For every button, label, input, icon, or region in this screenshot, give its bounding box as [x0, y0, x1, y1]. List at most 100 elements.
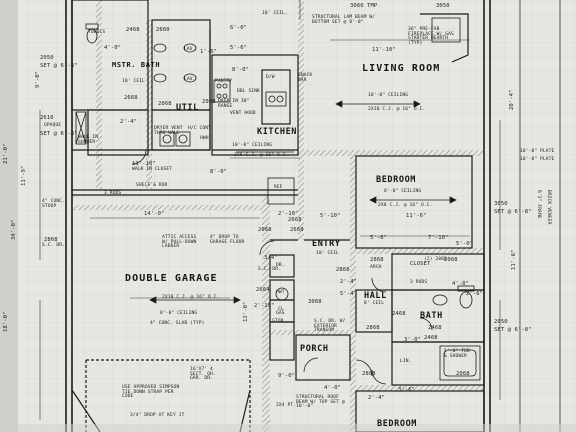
note-dbl-sink: DBL SINK	[237, 89, 260, 94]
note-dw: D/W	[266, 75, 275, 80]
room-hall-label: HALL	[364, 291, 387, 301]
dim-2-10: 2'-10"	[278, 211, 299, 217]
dim-2868-porch: 2868	[336, 267, 350, 273]
note-ref: REF	[274, 185, 283, 190]
dim-2868-hall: 2868	[366, 325, 380, 331]
note-lav: LAV.	[184, 47, 196, 52]
dim-21-0: 21'-0"	[3, 143, 9, 164]
dim-3060-tmp: 3060 TMP	[350, 3, 378, 9]
room-living-label: LIVING ROOM	[362, 64, 440, 74]
dim-8-0: 8'-0"	[232, 67, 250, 73]
room-bedroom-right-label: BEDROOM	[376, 175, 417, 185]
note-hwc: H/C CONT.	[188, 126, 214, 131]
dim-2610-left-set: SET @ 6'-8"	[40, 131, 78, 137]
note-sc-dr-entry: S.C. DR.	[258, 267, 281, 272]
note-transom: S.C. DR. W/ EXTERIOR TRANSOM	[314, 319, 346, 334]
note-bedroom-joists: 2X8 C.J. @ 16" O.C.	[378, 203, 433, 208]
note-ceil-short: 10' CEIL.	[262, 11, 288, 16]
note-plate-second: 10'-0" PLATE	[520, 157, 555, 162]
dim-2-4: 2'-4"	[120, 119, 138, 125]
dim-7-10: 7'-10"	[428, 235, 449, 241]
dim-4-0-b: 4'-0"	[452, 281, 470, 287]
dim-1-6: 1'-6"	[200, 49, 218, 55]
note-walk-in-shower: WALK IN SHOWER	[78, 135, 99, 145]
note-snack-bar: SNACK BAR	[298, 73, 313, 83]
wall-hatching	[72, 0, 484, 432]
dim-2668-master: 2668	[124, 95, 138, 101]
note-lav-2: LAV.	[184, 77, 196, 82]
note-opaque: OPAQUE	[44, 123, 62, 128]
dim-3068: 3068	[308, 299, 322, 305]
note-bedroom-ceiling: 8'-0" CEILING	[384, 189, 422, 194]
note-living-ceiling: 10'-0" CEILING	[368, 93, 409, 98]
dim-11-9: 11'-9"	[21, 165, 27, 186]
dim-34-0: 34'-0"	[11, 219, 17, 240]
note-range: DROP IN 30" RANGE	[218, 99, 250, 109]
dim-5-0: 5'-0"	[456, 241, 474, 247]
dim-3-6: 3'-6"	[398, 387, 416, 393]
note-entry-ceil: 10' CEIL	[316, 251, 339, 256]
left-margin-band	[0, 0, 18, 432]
note-fireplace: 36" PRE-FAB FIREPLACE W/ GAS STARTER HEA…	[408, 27, 454, 46]
dim-11-6-a: 11'-6"	[406, 213, 427, 219]
room-bath-label: BATH	[420, 311, 443, 321]
note-tub: 5'-0" TUB & SHOWER	[444, 349, 470, 359]
dim-2610-left: 2610	[40, 115, 54, 121]
room-master-bath-label: MSTR. BATH	[112, 61, 161, 69]
note-closet-doors: (2) 2068	[424, 257, 447, 262]
room-bedroom-bottom-label: BEDROOM	[377, 419, 418, 429]
note-frame: 6'2" FRAME	[536, 190, 541, 219]
room-living-text: LIVING ROOM	[362, 63, 441, 74]
dim-5-6: 5'-6"	[230, 45, 248, 51]
note-vent-hood: VENT HOOD	[230, 111, 256, 116]
note-dryer-vent: DRYER VENT THRU WALL	[154, 126, 183, 136]
dim-2068-bed: 2068	[456, 371, 470, 377]
note-living-joists: 2X10 C.J. @ 16" O.C.	[368, 107, 426, 112]
dim-2050-left: 2050	[40, 55, 54, 61]
dim-2068-kitchen: 2068	[258, 227, 272, 233]
dim-2068-closet: 2068	[444, 257, 458, 263]
dim-8-0-b: 8'-0"	[210, 169, 228, 175]
fixtures	[75, 23, 477, 385]
note-simpson: USE APPROVED SIMPSON TIE DOWN STRAP PER …	[122, 385, 180, 400]
note-master-ceil: 10' CEIL	[122, 79, 145, 84]
note-garage-slab: 4" CONC. SLAB (TYP)	[150, 321, 205, 326]
dim-3-0: 3'-0"	[404, 337, 422, 343]
note-garage-joists: 2X10 C.J. @ 16" O.C.	[162, 295, 220, 300]
dim-2668-w: 2668	[288, 217, 302, 223]
note-veneer: BRICK VENEER	[546, 190, 551, 225]
note-drop-key-jt: 3/4" DROP AT KEY JT	[130, 413, 185, 418]
dim-2868-garage: 2868	[44, 237, 58, 243]
dim-2868-arch: 2868	[370, 257, 384, 263]
note-walk-in-closet: WALK IN CLOSET	[132, 167, 173, 172]
dim-2468-hall: 2468	[392, 311, 406, 317]
note-garage-drop: 4" DROP TO GARAGE FLOOR	[210, 235, 245, 245]
dim-2050-right: 2050	[494, 319, 508, 325]
dim-2868-bottom: 2868	[362, 371, 376, 377]
note-garage-door: 16'X7' 4 SECT. OH. GAR. DR.	[190, 367, 216, 382]
note-dr: DR.	[276, 263, 285, 268]
dim-5-10: 5'-10"	[320, 213, 341, 219]
dim-2468-bath-b: 2468	[424, 335, 438, 341]
note-hall-ceil: 8' CEIL	[364, 301, 385, 306]
dim-3050-right-set: SET @ 6'-8"	[494, 209, 532, 215]
dim-11-6-b: 11'-6"	[511, 249, 517, 270]
dim-arch: ARCH	[370, 265, 382, 270]
dim-3050-top: 3050	[436, 3, 450, 9]
room-closet-label: CLOSET	[410, 261, 431, 267]
note-cl: CL	[278, 307, 284, 312]
dim-2660: 2660	[156, 27, 170, 33]
note-hwt: HWT	[276, 290, 285, 295]
dim-2668-entry: 2668	[290, 227, 304, 233]
note-towels: TOWELS	[88, 30, 106, 35]
note-plate-top: 10'-0" PLATE	[520, 149, 555, 154]
note-closet-rods: 3 RODS	[410, 280, 428, 285]
dim-2664: 2664	[256, 287, 270, 293]
dim-2468: 2468	[126, 27, 140, 33]
dim-2-6: 2'-6"	[466, 291, 484, 297]
dim-2050-right-set: SET @ 6'-8"	[494, 327, 532, 333]
note-garage-ceiling: 8'-0" CEILING	[160, 311, 198, 316]
dim-9-0-b: 9'-0"	[278, 373, 296, 379]
